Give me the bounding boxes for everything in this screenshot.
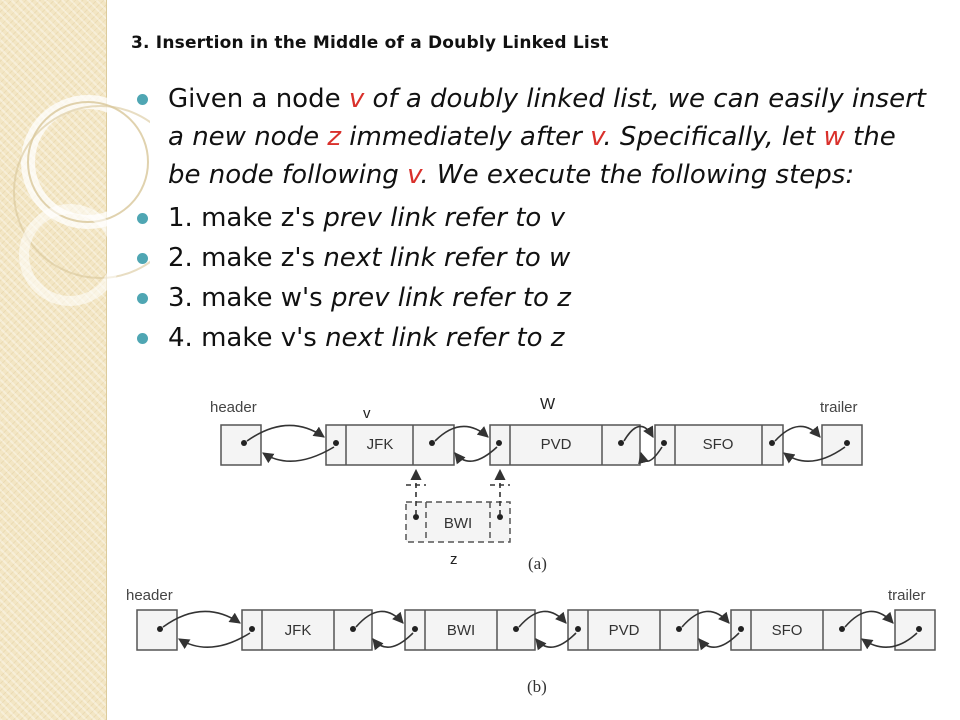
caption-b: (b) [527, 677, 547, 696]
node-label-sfo-b: SFO [772, 622, 803, 639]
diagram-a: header trailer v W JFK PVD [210, 396, 863, 573]
diagram-b: header trailer JFK BWI [126, 587, 936, 696]
intro-text: Given a node v of a doubly linked list, … [168, 84, 926, 190]
list-node-sfo-b: SFO [730, 609, 862, 651]
list-node-pvd-a: PVD [489, 424, 641, 466]
intro-bullet: Given a node v of a doubly linked list, … [135, 80, 935, 194]
bullet-dot-icon [137, 213, 148, 224]
node-label-pvd-a: PVD [541, 436, 572, 453]
list-node-jfk-b: JFK [241, 609, 373, 651]
list-node-bwi-b: BWI [404, 609, 536, 651]
w-label: W [540, 396, 556, 413]
step-bullet-1: 1. make z's prev link refer to v [135, 199, 935, 237]
header-node-b [136, 609, 178, 651]
new-node-bwi: BWI [405, 501, 511, 543]
list-node-jfk-a: JFK [325, 424, 455, 466]
links-a [246, 424, 846, 465]
step-bullet-4: 4. make v's next link refer to z [135, 319, 935, 357]
node-label-jfk-b: JFK [285, 622, 312, 639]
header-label-a: header [210, 399, 257, 416]
node-label-bwi-new: BWI [444, 515, 472, 532]
header-label-b: header [126, 587, 173, 604]
bullet-dot-icon [137, 333, 148, 344]
bullet-list: Given a node v of a doubly linked list, … [135, 80, 935, 359]
decorative-circles [13, 95, 150, 306]
header-node-a [220, 424, 262, 466]
z-label: z [450, 551, 458, 568]
slide-title: 3. Insertion in the Middle of a Doubly L… [131, 33, 609, 53]
bullet-dot-icon [137, 94, 148, 105]
node-label-bwi-b: BWI [447, 622, 475, 639]
links-b [162, 610, 918, 651]
trailer-node-a [821, 424, 863, 466]
bullet-dot-icon [137, 253, 148, 264]
bullet-dot-icon [137, 293, 148, 304]
v-label: v [363, 405, 371, 422]
list-node-sfo-a: SFO [654, 424, 784, 466]
list-node-pvd-b: PVD [567, 609, 699, 651]
step-bullet-2: 2. make z's next link refer to w [135, 239, 935, 277]
node-label-sfo-a: SFO [703, 436, 734, 453]
dashed-links-a [406, 468, 510, 515]
trailer-label-a: trailer [820, 399, 858, 416]
node-label-pvd-b: PVD [609, 622, 640, 639]
trailer-label-b: trailer [888, 587, 926, 604]
caption-a: (a) [528, 554, 547, 573]
node-label-jfk-a: JFK [367, 436, 394, 453]
step-bullet-3: 3. make w's prev link refer to z [135, 279, 935, 317]
